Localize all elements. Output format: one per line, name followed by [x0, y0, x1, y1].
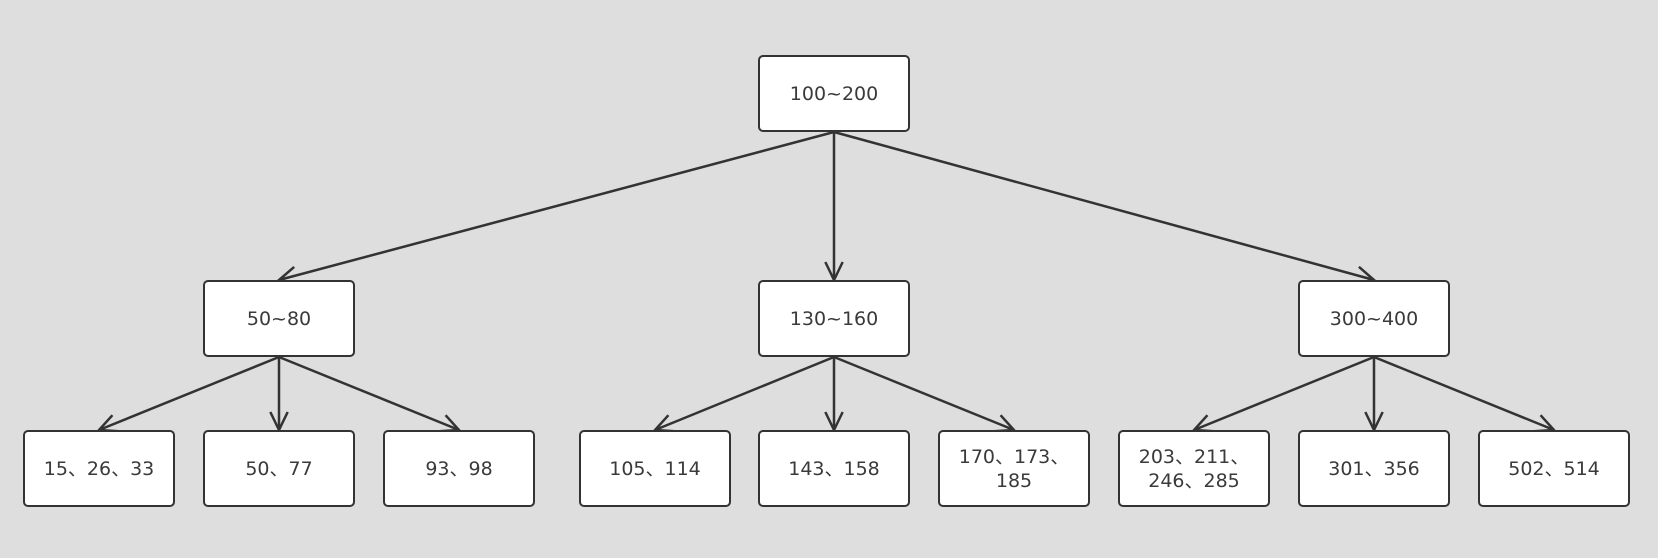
edge-line — [98, 355, 280, 432]
edge-l-l3 — [278, 355, 462, 433]
edge-m-m3 — [833, 355, 1017, 433]
edge-line — [1373, 355, 1555, 432]
node-leaf-r1: 203、211、 246、285 — [1118, 430, 1270, 507]
node-leaf-m1: 105、114 — [579, 430, 731, 507]
edge-line — [278, 355, 460, 432]
edge-root-r — [833, 130, 1377, 285]
node-leaf-l1: 15、26、33 — [23, 430, 175, 507]
node-leaf-r2: 301、356 — [1298, 430, 1450, 507]
edge-m-m1 — [652, 355, 835, 433]
edge-r-r1 — [1191, 355, 1375, 433]
edge-line — [654, 355, 835, 432]
node-level1-middle: 130~160 — [758, 280, 910, 357]
edge-line — [1193, 355, 1375, 432]
edge-line — [278, 130, 835, 282]
node-root: 100~200 — [758, 55, 910, 132]
node-leaf-l3: 93、98 — [383, 430, 535, 507]
edge-m-m2 — [824, 357, 844, 433]
edge-l-l2 — [269, 357, 289, 433]
edge-r-r3 — [1373, 355, 1557, 433]
node-leaf-r3: 502、514 — [1478, 430, 1630, 507]
edge-line — [833, 355, 1015, 432]
edge-l-l1 — [96, 355, 280, 433]
edge-line — [833, 130, 1375, 282]
edge-root-l — [276, 130, 835, 285]
node-leaf-m3: 170、173、 185 — [938, 430, 1090, 507]
edge-root-m — [824, 132, 844, 283]
node-level1-left: 50~80 — [203, 280, 355, 357]
node-leaf-l2: 50、77 — [203, 430, 355, 507]
edge-r-r2 — [1364, 357, 1384, 433]
node-level1-right: 300~400 — [1298, 280, 1450, 357]
node-leaf-m2: 143、158 — [758, 430, 910, 507]
